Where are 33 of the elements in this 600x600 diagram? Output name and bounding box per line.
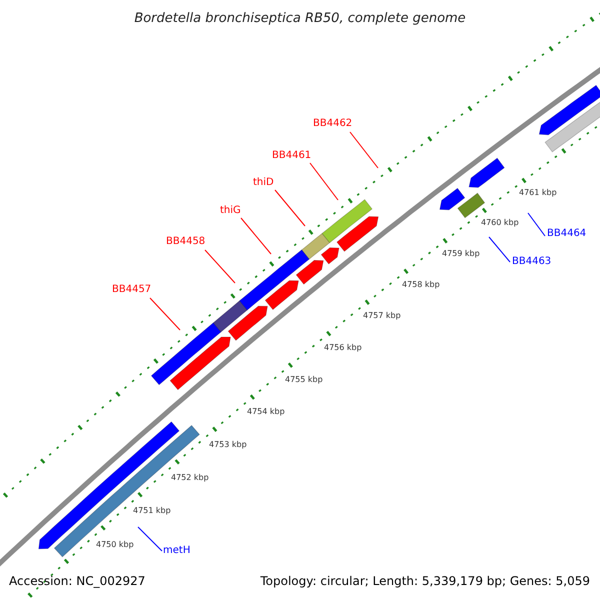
genome-info-text: Topology: circular; Length: 5,339,179 bp; Genes: 5,059: [260, 575, 590, 587]
position-label: 4752 kbp: [171, 474, 209, 482]
leader-line: [350, 132, 378, 168]
position-label: 4761 kbp: [519, 189, 557, 197]
diagram-title: Bordetella bronchiseptica RB50, complete genome: [133, 12, 467, 25]
position-label: 4760 kbp: [481, 219, 519, 227]
position-label: 4750 kbp: [96, 541, 134, 549]
position-label: 4759 kbp: [442, 250, 480, 258]
gene-label: BB4462: [313, 119, 352, 129]
gene-label: BB4458: [166, 237, 206, 247]
gene-label: thiD: [253, 178, 274, 188]
leader-line: [204, 250, 236, 284]
position-label: 4756 kbp: [324, 344, 362, 352]
leader-line: [528, 212, 546, 236]
leader-line: [138, 526, 162, 552]
leader-line: [274, 190, 306, 226]
gene-label: BB4457: [112, 285, 152, 295]
gene-label: BB4464: [547, 229, 586, 239]
gene-label: BB4463: [512, 257, 552, 267]
gene-label: BB4461: [272, 151, 312, 161]
position-label: 4755 kbp: [285, 376, 323, 384]
position-label: 4758 kbp: [402, 281, 440, 289]
leader-line: [310, 162, 338, 200]
leader-line: [150, 298, 180, 330]
position-label: 4753 kbp: [209, 441, 247, 449]
position-label: 4757 kbp: [363, 312, 401, 320]
gene-label: thiG: [220, 206, 241, 216]
leader-line: [240, 218, 272, 254]
position-label: 4754 kbp: [247, 408, 285, 416]
accession-text: Accession: NC_002927: [9, 575, 146, 587]
gene-label: metH: [163, 546, 190, 556]
position-label: 4751 kbp: [133, 507, 171, 515]
leader-line: [488, 236, 510, 262]
